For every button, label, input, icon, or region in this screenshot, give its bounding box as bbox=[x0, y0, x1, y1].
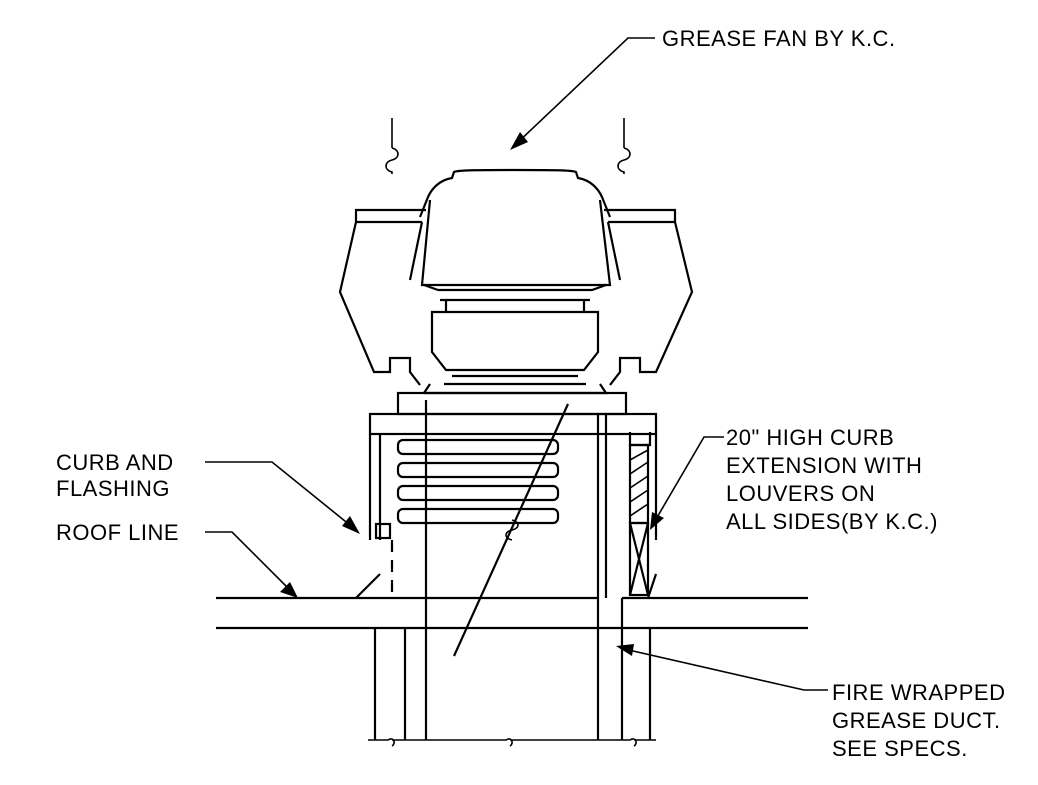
label-grease-duct-line2: GREASE DUCT. bbox=[832, 708, 1001, 733]
curb-side-section bbox=[628, 432, 652, 597]
duct-break-line bbox=[368, 738, 656, 747]
label-curb-extension-line1: 20" HIGH CURB bbox=[726, 425, 894, 450]
roof bbox=[216, 596, 808, 630]
label-curb-extension-line2: EXTENSION WITH bbox=[726, 453, 922, 478]
label-curb-extension-line3: LOUVERS ON bbox=[726, 481, 875, 506]
label-curb-flashing-line2: FLASHING bbox=[56, 476, 170, 501]
fan-left-wing bbox=[338, 208, 426, 386]
curb-top bbox=[368, 391, 658, 436]
label-roof-line: ROOF LINE bbox=[56, 520, 179, 545]
leader-grease-duct bbox=[616, 644, 828, 691]
fan-right-wing bbox=[604, 208, 694, 386]
fan-hood bbox=[418, 168, 612, 218]
break-symbol-right bbox=[617, 118, 631, 174]
label-grease-duct-line1: FIRE WRAPPED bbox=[832, 680, 1005, 705]
flashing-cap bbox=[374, 522, 392, 540]
fan-hood-body bbox=[420, 199, 612, 287]
label-curb-extension-line4: ALL SIDES(BY K.C.) bbox=[726, 509, 938, 534]
grease-fan bbox=[338, 168, 694, 395]
label-grease-duct-line3: SEE SPECS. bbox=[832, 736, 968, 761]
leader-grease-fan bbox=[510, 37, 655, 150]
leader-roof-line bbox=[205, 531, 298, 598]
fan-bowl bbox=[430, 310, 600, 372]
leader-curb-extension bbox=[650, 436, 724, 530]
grease-duct bbox=[368, 400, 656, 747]
fan-motor-band bbox=[423, 283, 607, 302]
louvers bbox=[396, 438, 560, 525]
curb-extension bbox=[355, 432, 658, 599]
label-curb-flashing-line1: CURB AND bbox=[56, 450, 174, 475]
label-grease-fan: GREASE FAN BY K.C. bbox=[662, 26, 896, 51]
break-symbol-left bbox=[385, 118, 399, 174]
leader-curb-flashing bbox=[205, 461, 360, 534]
